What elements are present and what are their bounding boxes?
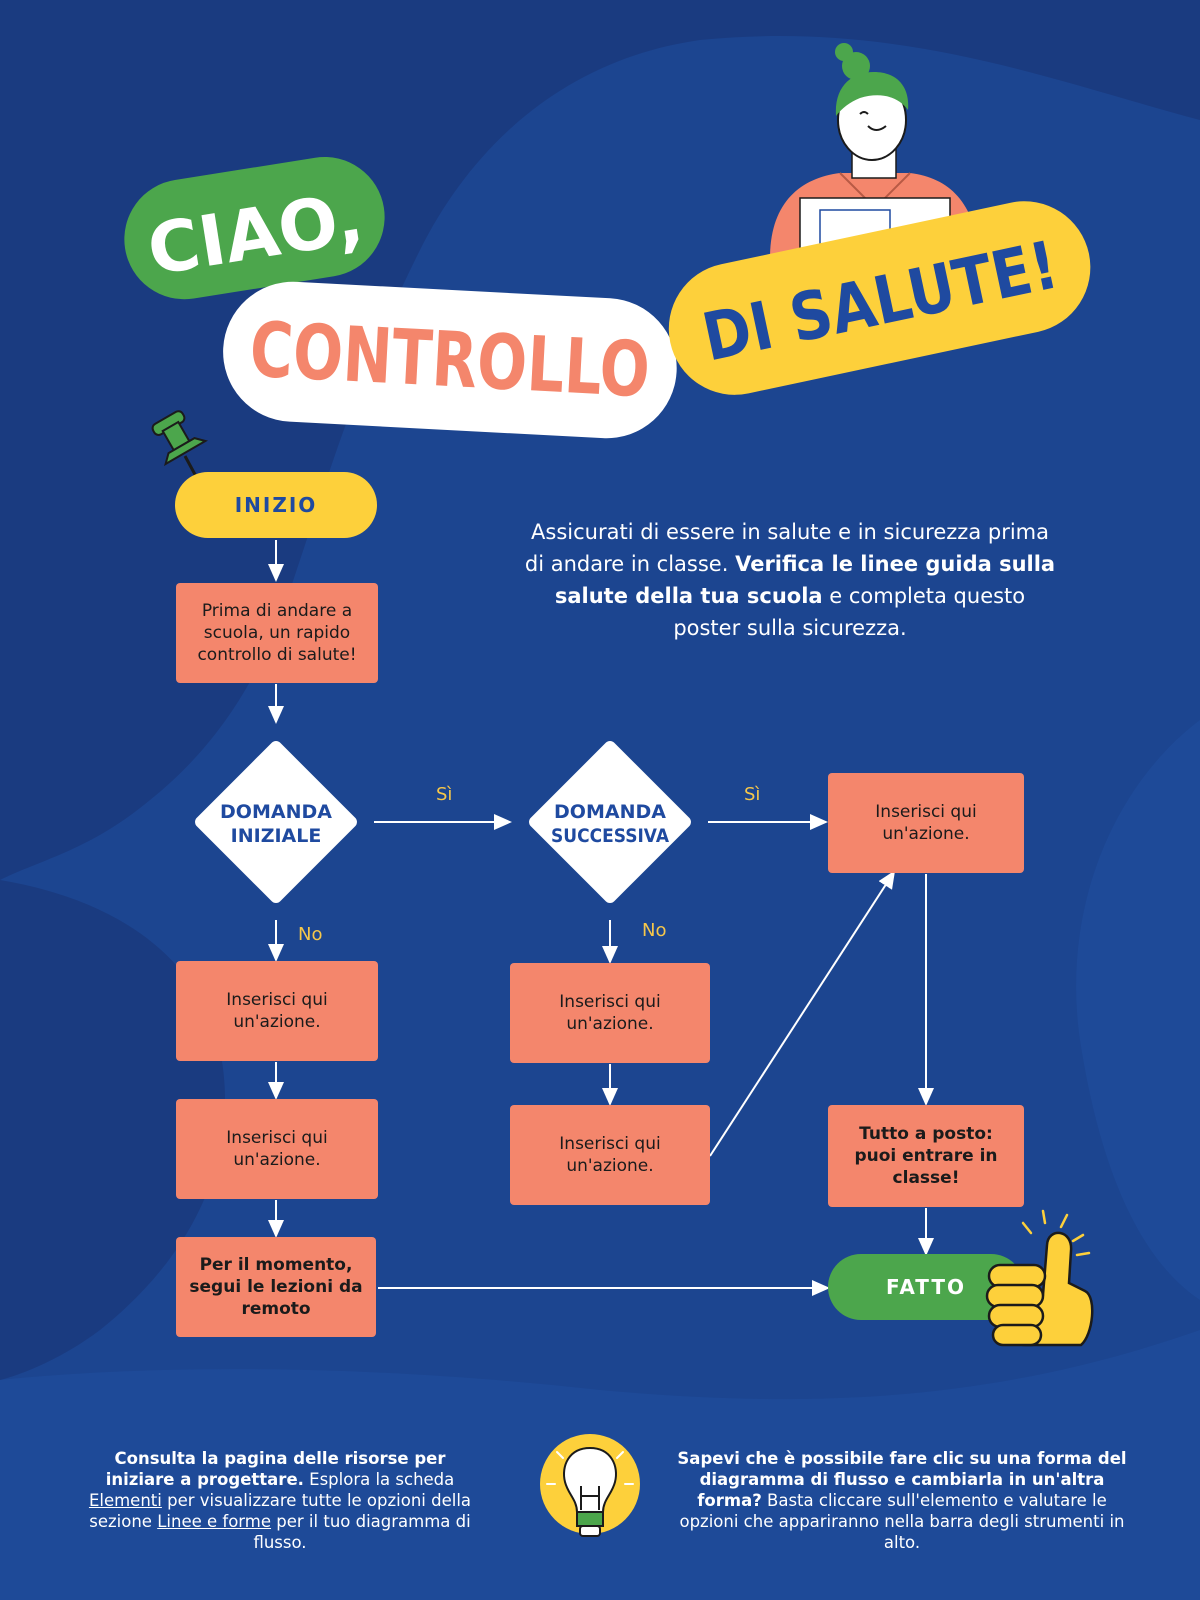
footer-left-text: Consulta la pagina delle risorse per ini… [80,1448,480,1553]
title-pill-controllo: CONTROLLO [223,281,677,439]
start-label: INIZIO [234,493,318,517]
footer-left-text3: per il tuo diagramma di flusso. [253,1512,471,1552]
footer-right-bold: Sapevi che è possibile fare clic su una … [677,1449,1127,1510]
title-pill-ciao: CIAO, [124,157,385,300]
action-box-right[interactable]: Inserisci qui un'azione. [828,773,1024,873]
background-blob [1076,720,1200,1300]
connector [709,870,896,1157]
yes-label-2: Sì [744,784,761,805]
intro-text: Assicurati di essere in salute e in sicu… [520,516,1060,644]
action-box-left-2[interactable]: Inserisci qui un'azione. [176,1099,378,1199]
decision-diamond-next[interactable]: DOMANDA SUCCESSIVA [510,722,710,922]
pushpin-icon [151,410,213,505]
intro-bold: Verifica le linee guida sulla salute del… [554,552,1056,608]
first-step-box[interactable]: Prima di andare a scuola, un rapido cont… [176,583,378,683]
decision-diamond-initial[interactable]: DOMANDA INIZIALE [176,722,376,922]
no-label-2: No [642,920,667,941]
footer-left-text2: per visualizzare tutte le opzioni della … [89,1491,472,1531]
first-step-label: Prima di andare a scuola, un rapido cont… [197,601,357,665]
thumbs-up-icon [985,1209,1094,1347]
start-node[interactable]: INIZIO [175,472,377,538]
footer-left-text1: Esplora la scheda [303,1470,455,1489]
background-blob [0,880,225,1380]
action-box-middle-2[interactable]: Inserisci qui un'azione. [510,1105,710,1205]
intro-part1: Assicurati di essere in salute e in sicu… [524,520,1049,576]
footer-right-text: Sapevi che è possibile fare clic su una … [672,1448,1132,1553]
lightbulb-icon [540,1434,640,1537]
question1-line1: DOMANDA [220,801,332,823]
no-label-1: No [298,924,323,945]
action-box-middle-1[interactable]: Inserisci qui un'azione. [510,963,710,1063]
remote-label: Per il momento, segui le lezioni da remo… [189,1255,363,1319]
action-box-left-1[interactable]: Inserisci qui un'azione. [176,961,378,1061]
all-good-box[interactable]: Tutto a posto: puoi entrare in classe! [828,1105,1024,1207]
title-controllo: CONTROLLO [248,305,652,415]
footer-right-body: Basta cliccare sull'elemento e valutare … [679,1491,1125,1552]
all-good-label: Tutto a posto: puoi entrare in classe! [854,1124,998,1188]
elements-link[interactable]: Elementi [88,1491,162,1510]
action-label: Inserisci qui un'azione. [226,990,328,1032]
question1-line2: INIZIALE [231,825,322,847]
lines-shapes-link[interactable]: Linee e forme [157,1512,272,1531]
question2-line2: SUCCESSIVA [551,825,669,847]
intro-part2: e completa questo poster sulla sicurezza… [673,584,1026,640]
action-label: Inserisci qui un'azione. [226,1128,328,1170]
action-label: Inserisci qui un'azione. [559,992,661,1034]
action-label: Inserisci qui un'azione. [875,802,977,844]
footer-left-bold: Consulta la pagina delle risorse per ini… [105,1449,446,1489]
action-label: Inserisci qui un'azione. [559,1134,661,1176]
title-pill-di-salute: DI SALUTE! [668,201,1091,395]
remote-box[interactable]: Per il momento, segui le lezioni da remo… [176,1237,376,1337]
yes-label-1: Sì [436,784,453,805]
question2-line1: DOMANDA [554,801,666,823]
done-label: FATTO [885,1275,967,1299]
